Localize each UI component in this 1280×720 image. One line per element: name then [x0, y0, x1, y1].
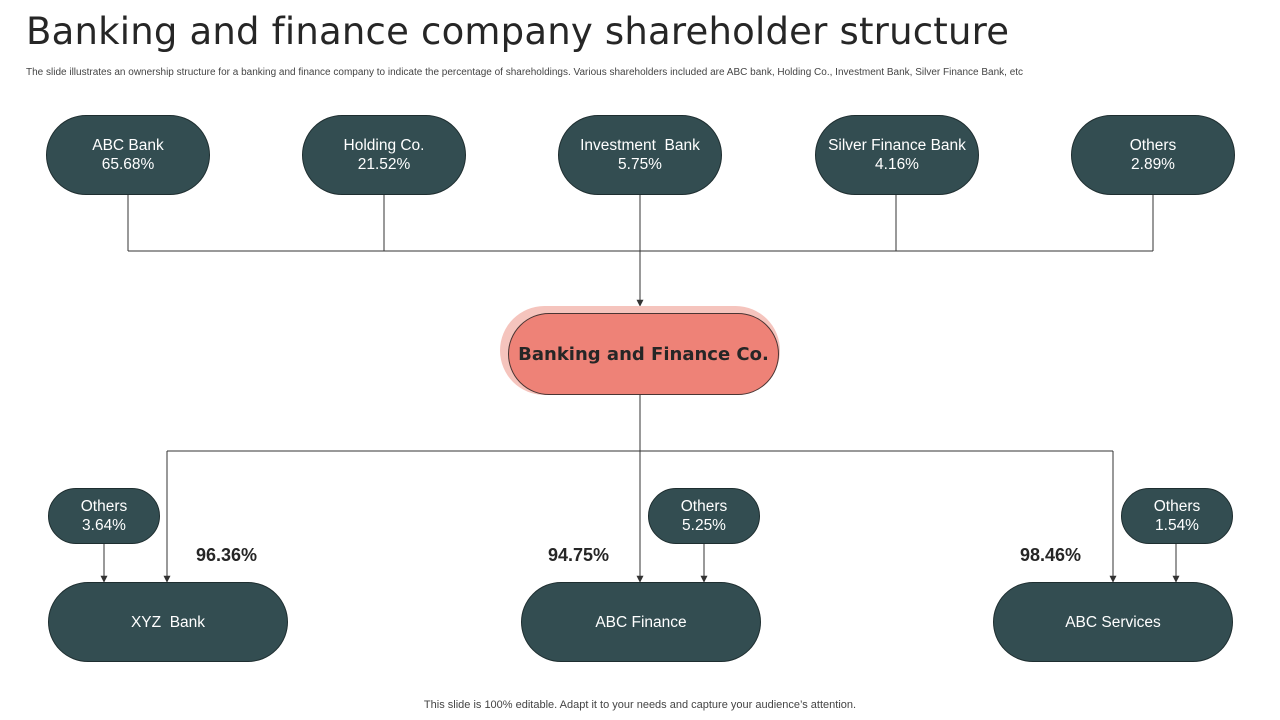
- others-abc-finance: Others 5.25%: [648, 488, 760, 544]
- shareholder-investment-bank: Investment Bank 5.75%: [558, 115, 722, 195]
- subsidiary-xyz-bank: XYZ Bank: [48, 582, 288, 662]
- subsidiary-abc-services: ABC Services: [993, 582, 1233, 662]
- shareholder-percent: 4.16%: [875, 156, 919, 173]
- subsidiary-name: ABC Services: [1065, 613, 1161, 631]
- others-label: Others: [1153, 498, 1201, 515]
- shareholder-holding-co: Holding Co. 21.52%: [302, 115, 466, 195]
- shareholder-name: Silver Finance Bank: [828, 137, 966, 154]
- shareholder-percent: 65.68%: [101, 156, 155, 173]
- shareholder-name: ABC Bank: [92, 137, 164, 154]
- others-percent: 5.25%: [682, 517, 726, 534]
- shareholder-name: Others: [1129, 137, 1177, 154]
- subsidiary-abc-finance: ABC Finance: [521, 582, 761, 662]
- shareholder-others: Others 2.89%: [1071, 115, 1235, 195]
- slide-footer: This slide is 100% editable. Adapt it to…: [423, 699, 857, 711]
- subsidiary-name: XYZ Bank: [130, 613, 206, 631]
- others-xyz-bank: Others 3.64%: [48, 488, 160, 544]
- slide-subtitle: The slide illustrates an ownership struc…: [26, 67, 1024, 78]
- company-name: Banking and Finance Co.: [518, 343, 769, 365]
- others-label: Others: [680, 498, 728, 515]
- shareholder-percent: 2.89%: [1131, 156, 1175, 173]
- ownership-abc-services: 98.46%: [1020, 545, 1082, 565]
- shareholder-name: Holding Co.: [343, 137, 425, 154]
- others-percent: 1.54%: [1155, 517, 1199, 534]
- company-node: Banking and Finance Co.: [508, 313, 779, 395]
- others-label: Others: [80, 498, 128, 515]
- others-abc-services: Others 1.54%: [1121, 488, 1233, 544]
- subsidiary-name: ABC Finance: [595, 613, 687, 631]
- shareholder-name: Investment Bank: [580, 137, 700, 154]
- slide-title: Banking and finance company shareholder …: [26, 10, 1010, 53]
- shareholder-abc-bank: ABC Bank 65.68%: [46, 115, 210, 195]
- ownership-abc-finance: 94.75%: [548, 545, 610, 565]
- others-percent: 3.64%: [82, 517, 126, 534]
- shareholder-percent: 5.75%: [618, 156, 662, 173]
- shareholder-percent: 21.52%: [357, 156, 411, 173]
- ownership-xyz-bank: 96.36%: [196, 545, 258, 565]
- shareholder-silver-finance-bank: Silver Finance Bank 4.16%: [815, 115, 979, 195]
